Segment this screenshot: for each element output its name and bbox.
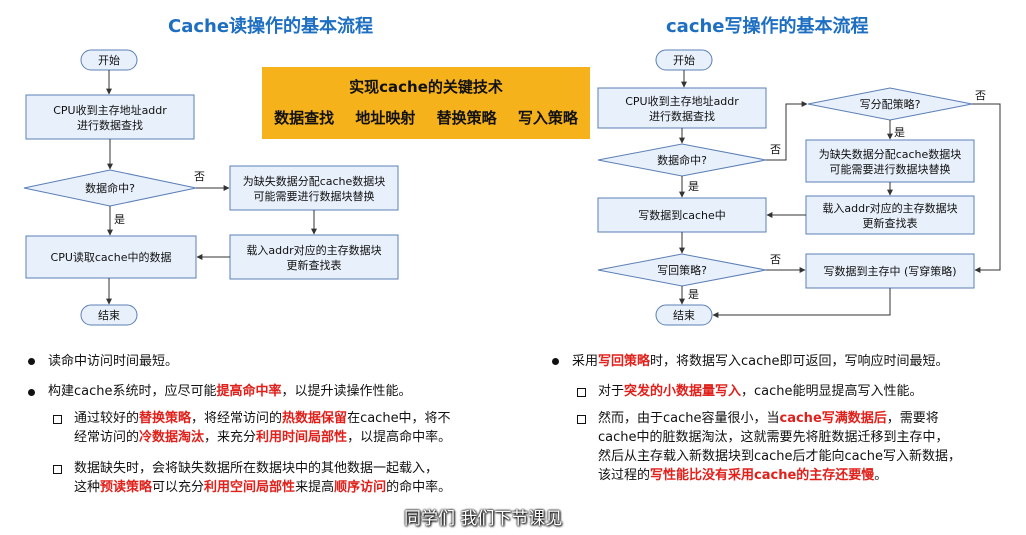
right-subnote-1: 对于突发的小数据量写入，cache能明显提高写入性能。 [598,384,923,399]
read-hit-label: 数据命中? [85,181,135,195]
read-load-node [229,234,399,280]
write-hit-yes-label: 是 [688,180,699,193]
left-subnote-1: 通过较好的替换策略，将经常访问的热数据保留在cache中，将不 经常访问的冷数据… [74,411,452,445]
write-receive-node [597,87,767,129]
sub-bullet-square [53,415,62,424]
read-receive-line1: CPU收到主存地址addr [53,103,167,117]
read-receive-line2: 进行数据查找 [77,118,143,132]
right-subnote-2: 然而，由于cache容量很小，当cache写满数据后，需要将 cache中的脏数… [598,411,961,483]
sub-bullet-square [53,465,62,474]
write-mem-label: 写数据到主存中 (写穿策略) [823,264,956,278]
left-note-1: 读命中访问时间最短。 [48,354,179,369]
write-flowchart: 开始 CPU收到主存地址addr 进行数据查找 数据命中? 写分配策略? 为缺失… [597,49,1001,326]
right-note-1: 采用写回策略时，将数据写入cache即可返回，写响应时间最短。 [572,354,949,369]
bullet-dot [552,358,559,365]
write-alloc-yes-label: 是 [894,126,905,139]
write-alloc-node [805,139,975,183]
sub-bullet-square [577,388,586,397]
read-load-line2: 更新查找表 [287,258,342,272]
video-subtitle: 同学们 我们下节课见 [404,509,563,529]
key-tech-item: 写入策略 [517,109,578,127]
read-cache-label: CPU读取cache中的数据 [51,250,172,264]
key-tech-item: 地址映射 [355,109,416,127]
sub-bullet-square [577,415,586,424]
write-receive-line2: 进行数据查找 [649,109,715,123]
write-cache-node [597,197,767,233]
read-alloc-line2: 可能需要进行数据块替换 [254,189,375,203]
write-cache-label: 写数据到cache中 [638,208,726,222]
read-end-label: 结束 [98,309,120,322]
flowcharts: 开始 CPU收到主存地址addr 进行数据查找 数据命中? 为缺失数据分配cac… [23,49,1001,326]
read-cache-node [25,235,197,279]
key-tech-item: 数据查找 [274,109,335,127]
read-yes-label: 是 [114,213,125,226]
read-flowchart: 开始 CPU收到主存地址addr 进行数据查找 数据命中? 为缺失数据分配cac… [23,49,399,326]
write-flow-title: cache写操作的基本流程 [666,16,869,37]
bullet-dot [28,358,35,365]
read-alloc-node [229,165,399,211]
write-alloc-no-label: 否 [975,89,986,102]
read-alloc-line1: 为缺失数据分配cache数据块 [243,174,386,188]
write-load-line2: 更新查找表 [863,216,918,230]
read-start-label: 开始 [98,53,120,67]
write-back-no-label: 否 [770,253,781,266]
write-alloc-line2: 可能需要进行数据块替换 [830,162,951,176]
write-receive-line1: CPU收到主存地址addr [625,94,739,108]
read-load-line1: 载入addr对应的主存数据块 [246,243,381,257]
write-load-line1: 载入addr对应的主存数据块 [822,201,957,215]
write-hit-label: 数据命中? [657,153,707,167]
write-back-q-label: 写回策略? [657,263,707,277]
key-tech-items: 数据查找 地址映射 替换策略 写入策略 [262,107,590,128]
key-tech-heading: 实现cache的关键技术 [349,78,503,96]
write-end-node [655,304,713,326]
left-subnote-2: 数据缺失时，会将缺失数据所在数据块中的其他数据一起载入， 这种预读策略可以充分利… [74,461,452,495]
write-mem-node [805,253,975,289]
read-flow-title: Cache读操作的基本流程 [168,16,374,37]
write-load-node [805,195,975,235]
write-alloc-q-label: 写分配策略? [860,97,921,111]
bullet-dot [28,389,35,396]
key-tech-item: 替换策略 [436,109,497,127]
write-start-label: 开始 [673,53,695,67]
write-alloc-line1: 为缺失数据分配cache数据块 [819,147,962,161]
write-end-label: 结束 [673,309,695,322]
read-no-label: 否 [194,170,205,183]
read-end-node [80,304,138,326]
left-note-2: 构建cache系统时，应尽可能提高命中率，以提升读操作性能。 [48,384,412,399]
write-back-yes-label: 是 [688,288,699,301]
key-tech-box: 实现cache的关键技术 数据查找 地址映射 替换策略 写入策略 [262,67,590,139]
read-receive-node [25,94,195,140]
write-hit-no-label: 否 [770,143,781,156]
